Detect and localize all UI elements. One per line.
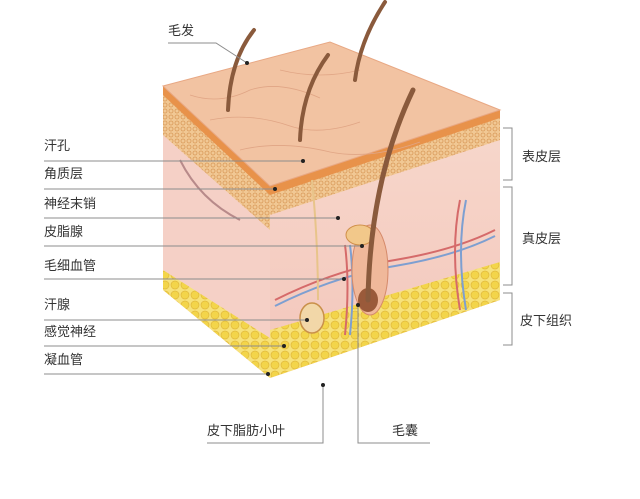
leader-lines bbox=[44, 42, 430, 444]
label-hair-follicle: 毛囊 bbox=[392, 424, 419, 439]
label-stratum-corneum: 角质层 bbox=[44, 167, 84, 182]
label-subcutaneous: 皮下组织 bbox=[520, 314, 573, 329]
label-sweat-gland: 汗腺 bbox=[44, 298, 71, 313]
label-epidermis: 表皮层 bbox=[522, 150, 562, 165]
skin-surface bbox=[161, 41, 502, 187]
surface-texture bbox=[189, 69, 421, 155]
sweat-gland bbox=[299, 179, 325, 334]
label-blood-vessel: 凝血管 bbox=[44, 353, 84, 368]
label-capillary: 毛细血管 bbox=[44, 259, 97, 274]
hair-strands bbox=[226, 0, 416, 303]
leader-dots bbox=[245, 61, 364, 387]
label-sweat-pore: 汗孔 bbox=[44, 139, 71, 154]
label-dermis: 真皮层 bbox=[522, 232, 562, 247]
label-hair: 毛发 bbox=[168, 24, 195, 39]
label-sebaceous-gland: 皮脂腺 bbox=[44, 225, 84, 240]
label-nerve-ending: 神经末销 bbox=[44, 197, 97, 212]
label-sensory-nerve: 感觉神经 bbox=[44, 325, 97, 340]
layer-brackets bbox=[503, 127, 513, 346]
label-fat-lobule: 皮下脂肪小叶 bbox=[207, 424, 286, 439]
blood-vessels bbox=[179, 159, 496, 336]
